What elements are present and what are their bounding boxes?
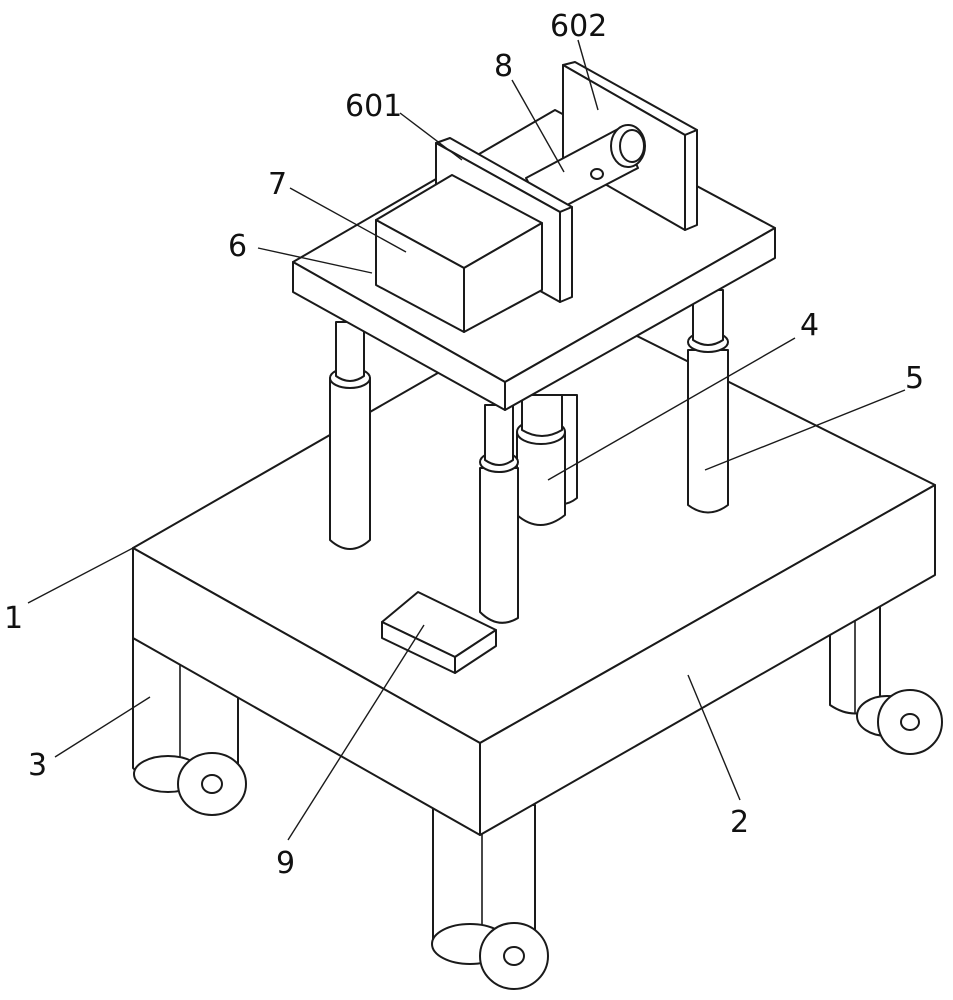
leader-6 [257,247,373,274]
guide-post-front [479,404,519,624]
control-block-9 [381,591,497,674]
label-5: 5 [905,361,924,396]
leader-1 [27,547,134,604]
leader-3 [54,696,151,758]
leader-7 [289,187,407,253]
label-602: 602 [550,9,607,44]
front-wheel [431,922,549,990]
shaft-8 [525,124,646,217]
base-right-face [479,484,936,836]
leader-8 [511,79,565,173]
label-601: 601 [345,89,402,124]
reference-labels: 1 2 3 4 5 6 7 8 9 601 602 [4,9,924,881]
platform-right [504,227,776,411]
back-right-wheel [856,689,943,755]
lift-cylinder-4 [516,394,578,526]
left-wheel [133,752,247,816]
leader-5 [704,389,906,471]
leader-4 [547,337,796,481]
leader-9 [287,624,425,841]
label-4: 4 [800,308,819,343]
leader-2 [687,674,741,801]
label-6: 6 [228,229,247,264]
guide-post-5 [687,289,729,514]
label-8: 8 [494,49,513,84]
leader-602 [577,39,599,111]
label-1: 1 [4,601,23,636]
leader-601 [399,112,463,161]
label-3: 3 [28,748,47,783]
leader-lines [27,39,906,841]
label-2: 2 [730,805,749,840]
guide-post-left [329,321,371,550]
label-7: 7 [268,167,287,202]
label-9: 9 [276,846,295,881]
